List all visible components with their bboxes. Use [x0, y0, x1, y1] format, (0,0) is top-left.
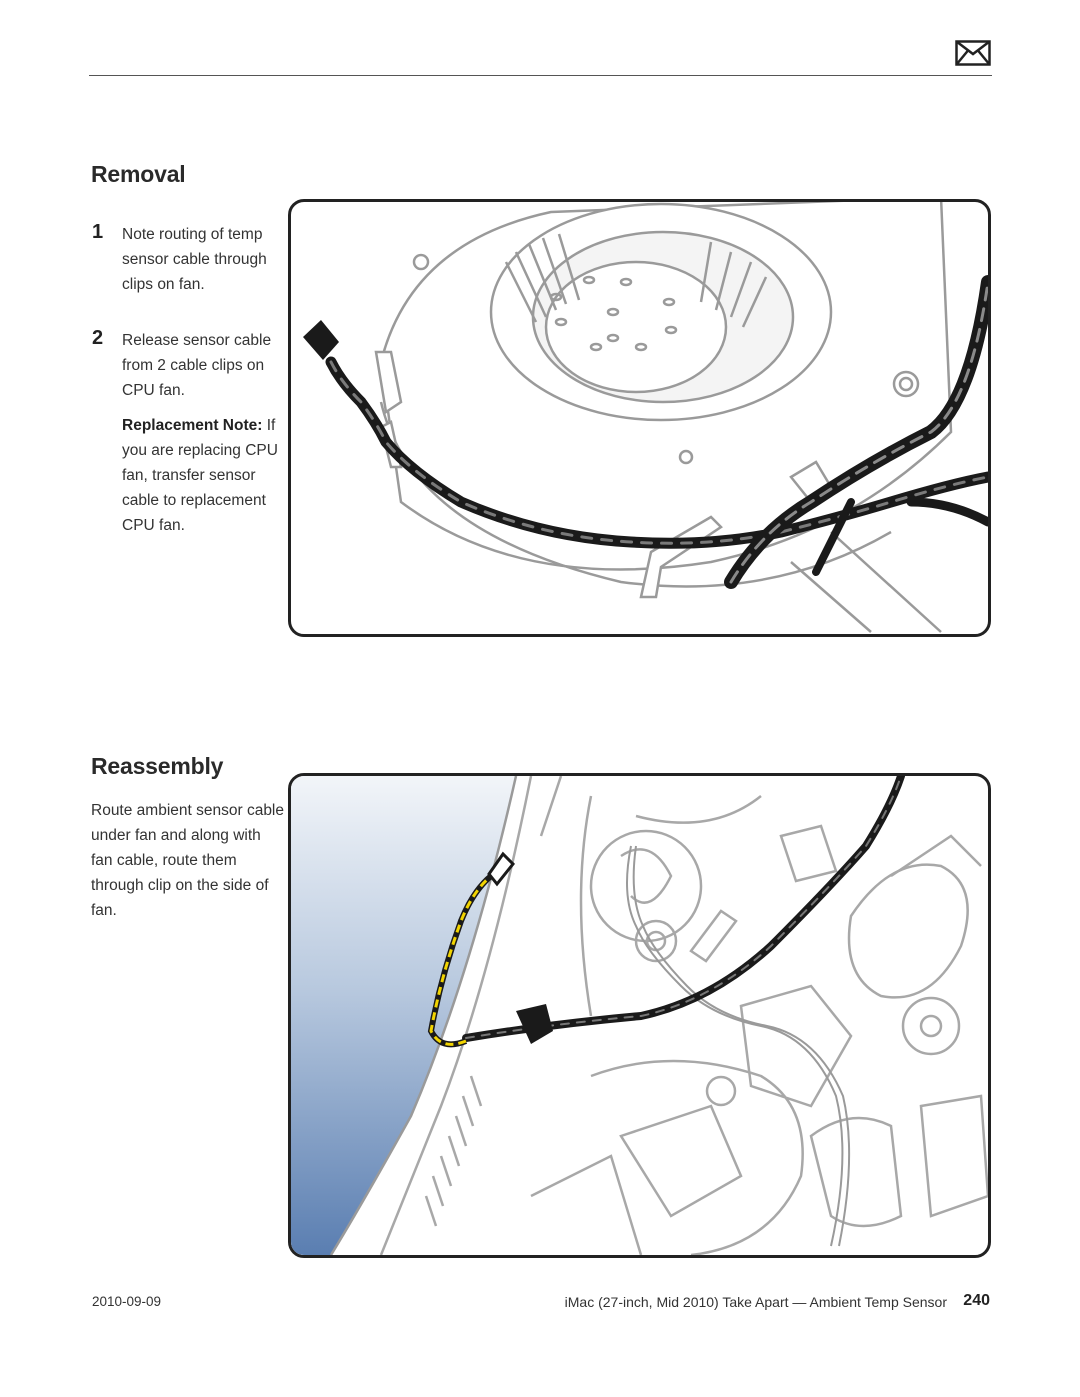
replacement-note: Replacement Note: If you are replacing C…	[122, 413, 287, 538]
note-label: Replacement Note:	[122, 417, 263, 434]
page-number: 240	[963, 1292, 990, 1309]
header-rule	[89, 75, 992, 76]
removal-step-1: 1 Note routing of temp sensor cable thro…	[92, 221, 287, 297]
step-text: Release sensor cable from 2 cable clips …	[122, 332, 272, 399]
reassembly-illustration	[288, 773, 991, 1258]
removal-step-2: 2 Release sensor cable from 2 cable clip…	[92, 327, 287, 403]
mail-icon[interactable]	[955, 40, 991, 66]
footer-date: 2010-09-09	[92, 1294, 162, 1309]
note-text: If you are replacing CPU fan, transfer s…	[122, 417, 278, 534]
step-text: Note routing of temp sensor cable throug…	[122, 226, 267, 293]
step-number: 2	[92, 327, 104, 349]
removal-illustration	[288, 199, 991, 637]
removal-heading: Removal	[91, 161, 186, 187]
reassembly-text: Route ambient sensor cable under fan and…	[91, 802, 285, 919]
reassembly-heading: Reassembly	[91, 753, 224, 779]
step-number: 1	[92, 221, 104, 243]
footer-title: iMac (27-inch, Mid 2010) Take Apart — Am…	[564, 1294, 947, 1310]
